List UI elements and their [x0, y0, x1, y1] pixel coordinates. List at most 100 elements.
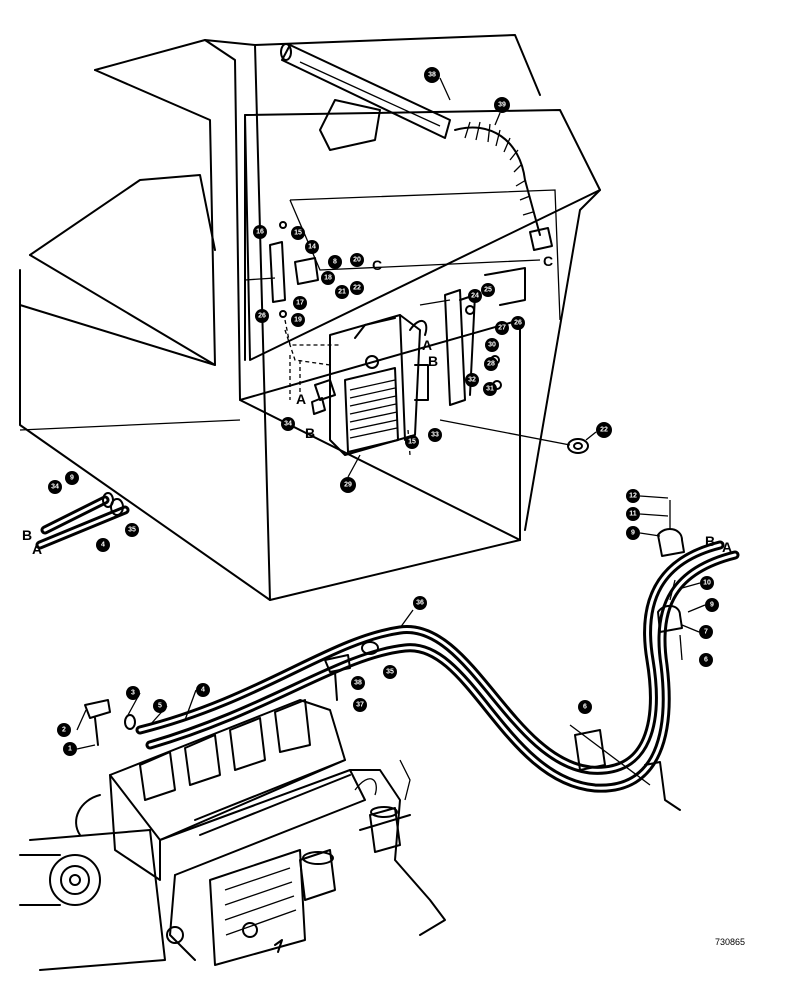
- callout-35-b: 35: [383, 665, 397, 679]
- callout-38-b: 38: [351, 676, 365, 690]
- callout-33: 33: [428, 428, 442, 442]
- svg-text:19: 19: [294, 317, 302, 324]
- callout-25: 25: [481, 283, 495, 297]
- svg-text:32: 32: [468, 377, 476, 384]
- svg-text:28: 28: [487, 361, 495, 368]
- heater-unit: [329, 314, 428, 456]
- svg-text:4: 4: [101, 542, 105, 549]
- svg-text:9: 9: [70, 475, 74, 482]
- svg-text:38: 38: [428, 72, 436, 79]
- svg-text:35: 35: [128, 527, 136, 534]
- svg-text:33: 33: [431, 432, 439, 439]
- svg-text:4: 4: [201, 687, 205, 694]
- svg-text:18: 18: [324, 275, 332, 282]
- callout-38: 38: [424, 67, 440, 83]
- svg-text:9: 9: [710, 602, 714, 609]
- callout-28: 28: [484, 357, 498, 371]
- callout-30: 30: [485, 338, 499, 352]
- callout-9-b: 9: [626, 526, 640, 540]
- callout-2: 2: [57, 723, 71, 737]
- svg-text:26: 26: [258, 313, 266, 320]
- callout-15-b: 15: [405, 435, 419, 449]
- callout-26-a: 26: [255, 309, 269, 323]
- letter-a-valve: A: [422, 337, 432, 353]
- svg-text:10: 10: [703, 580, 711, 587]
- hose-clamps: [569, 500, 685, 811]
- callout-36: 36: [413, 596, 427, 610]
- callout-16-a: 16: [253, 225, 267, 239]
- callout-37: 37: [353, 698, 367, 712]
- svg-text:6: 6: [583, 704, 587, 711]
- callout-34-b: 34: [48, 480, 62, 494]
- svg-text:37: 37: [356, 702, 364, 709]
- svg-text:29: 29: [344, 482, 352, 489]
- svg-text:14: 14: [308, 244, 316, 251]
- svg-text:27: 27: [498, 325, 506, 332]
- callout-9-c: 9: [705, 598, 719, 612]
- svg-text:8: 8: [333, 259, 337, 266]
- svg-text:5: 5: [158, 703, 162, 710]
- callout-21: 21: [335, 285, 349, 299]
- svg-text:24: 24: [471, 293, 479, 300]
- callout-group: 38 39 16 15 14 8 20 18 21 22 17 19 26 25…: [48, 67, 719, 756]
- svg-text:38: 38: [354, 680, 362, 687]
- callout-12: 12: [626, 489, 640, 503]
- svg-text:11: 11: [629, 511, 637, 518]
- engine-marker: [274, 939, 283, 953]
- callout-9: 9: [65, 471, 79, 485]
- svg-text:7: 7: [704, 629, 708, 636]
- grommet: [439, 419, 589, 454]
- callout-1: 1: [63, 742, 77, 756]
- svg-text:15: 15: [294, 230, 302, 237]
- svg-text:20: 20: [353, 257, 361, 264]
- svg-text:21: 21: [338, 289, 346, 296]
- shutoff-valves: [84, 641, 379, 746]
- svg-text:26: 26: [514, 320, 522, 327]
- cab-hose-stubs: [35, 492, 130, 550]
- callout-3: 3: [126, 686, 140, 700]
- callout-17: 17: [293, 296, 307, 310]
- heater-fittings: [311, 364, 429, 415]
- callout-26-b: 26: [511, 316, 525, 330]
- callout-10: 10: [700, 576, 714, 590]
- callout-31: 31: [483, 382, 497, 396]
- svg-text:15: 15: [408, 439, 416, 446]
- callout-8-a: 8: [328, 255, 342, 269]
- callout-39: 39: [494, 97, 510, 113]
- svg-text:2: 2: [62, 727, 66, 734]
- letter-a-fitting: A: [296, 391, 306, 407]
- svg-text:34: 34: [51, 484, 59, 491]
- callout-11: 11: [626, 507, 640, 521]
- svg-text:36: 36: [416, 600, 424, 607]
- letter-b-fitting: B: [305, 425, 315, 441]
- switch-assembly: [244, 221, 319, 318]
- letter-a-cab: A: [32, 541, 42, 557]
- callout-6-a: 6: [699, 653, 713, 667]
- callout-6-b: 6: [578, 700, 592, 714]
- svg-text:12: 12: [629, 493, 637, 500]
- callout-35-a: 35: [125, 523, 139, 537]
- svg-text:25: 25: [484, 287, 492, 294]
- letter-b-cab: B: [22, 527, 32, 543]
- callout-22-b: 22: [596, 422, 612, 438]
- flex-duct: [454, 121, 553, 251]
- figure-reference: 730865: [715, 937, 745, 947]
- defroster-tube: [280, 43, 451, 151]
- callout-18: 18: [321, 271, 335, 285]
- callout-19: 19: [291, 313, 305, 327]
- svg-text:1: 1: [68, 746, 72, 753]
- leader-lines: [76, 77, 706, 750]
- callout-20: 20: [350, 253, 364, 267]
- svg-text:22: 22: [600, 427, 608, 434]
- callout-5: 5: [153, 699, 167, 713]
- callout-7: 7: [699, 625, 713, 639]
- letter-c-duct: C: [543, 253, 553, 269]
- svg-text:31: 31: [486, 386, 494, 393]
- callout-15-a: 15: [291, 226, 305, 240]
- callout-34-a: 34: [281, 417, 295, 431]
- callout-24: 24: [468, 289, 482, 303]
- heater-hose-run: [135, 540, 740, 793]
- connector-labels: B A B A C C A B A B: [22, 253, 732, 557]
